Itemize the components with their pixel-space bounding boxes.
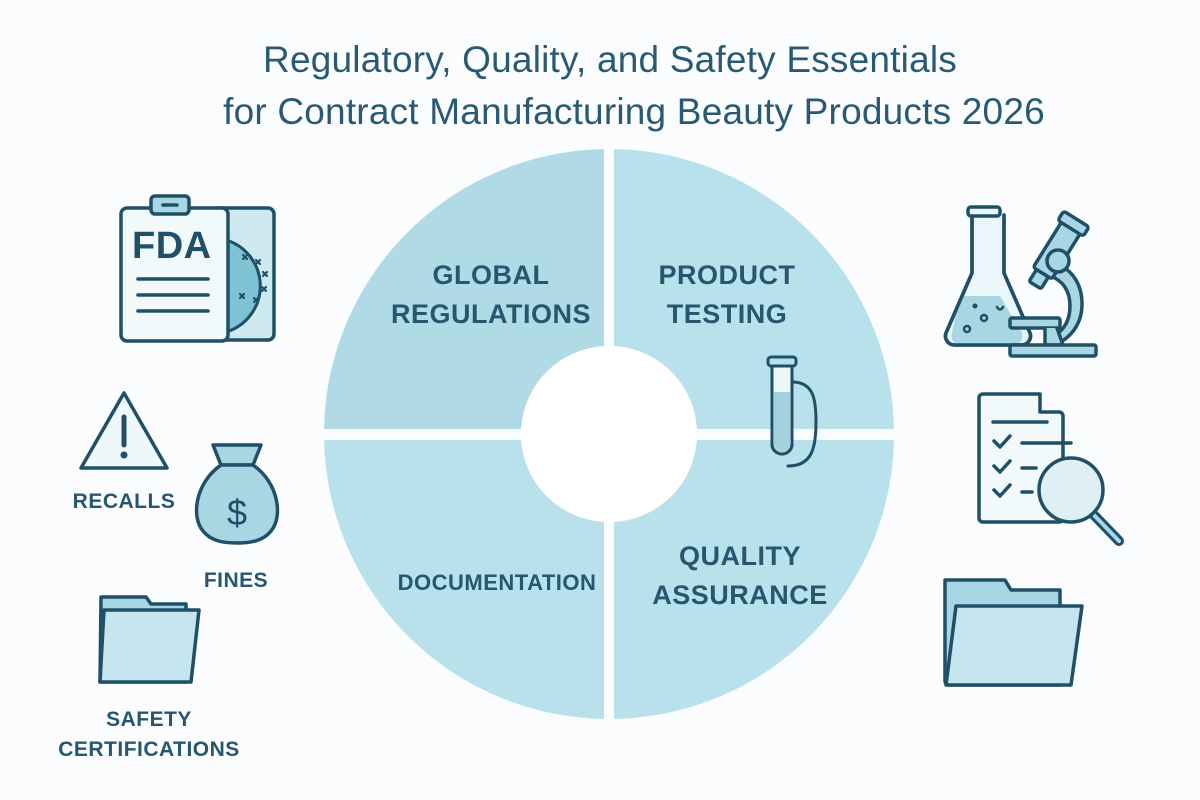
recalls-label: RECALLS xyxy=(72,490,176,513)
fines-label: FINES xyxy=(203,569,269,592)
checklist-magnifier-icon xyxy=(977,392,1124,546)
label-line: DOCUMENTATION xyxy=(397,570,597,595)
wheel-center-hole xyxy=(521,346,697,522)
fda-text: FDA xyxy=(132,225,212,267)
label-line: ASSURANCE xyxy=(652,580,828,610)
folder-icon xyxy=(98,595,201,684)
label-line: PRODUCT xyxy=(658,260,796,290)
label-line: CERTIFICATIONS xyxy=(58,738,240,761)
svg-text:$: $ xyxy=(227,492,247,533)
page-title: Regulatory, Quality, and Safety Essentia… xyxy=(0,34,1200,138)
label-line: REGULATIONS xyxy=(391,299,591,329)
folder-icon xyxy=(943,578,1084,687)
quadrant-label-product-testing: PRODUCT TESTING xyxy=(627,256,827,334)
label-line: TESTING xyxy=(666,299,788,329)
quadrant-label-documentation: DOCUMENTATION xyxy=(383,568,611,598)
fda-clipboard-icon xyxy=(119,194,276,343)
label-line: QUALITY xyxy=(679,541,801,571)
label-line: SAFETY xyxy=(106,708,192,731)
title-line-2: for Contract Manufacturing Beauty Produc… xyxy=(223,91,1045,132)
flask-microscope-icon xyxy=(943,205,1098,358)
test-tube-icon xyxy=(766,355,818,468)
money-bag-icon: $ xyxy=(194,443,280,545)
label-line: GLOBAL xyxy=(432,260,550,290)
safety-certifications-label: SAFETY CERTIFICATIONS xyxy=(44,705,254,765)
quadrant-label-quality-assurance: QUALITY ASSURANCE xyxy=(640,537,840,615)
warning-triangle-icon xyxy=(79,391,169,470)
title-line-1: Regulatory, Quality, and Safety Essentia… xyxy=(263,39,957,80)
quadrant-label-global-regulations: GLOBAL REGULATIONS xyxy=(376,256,606,334)
